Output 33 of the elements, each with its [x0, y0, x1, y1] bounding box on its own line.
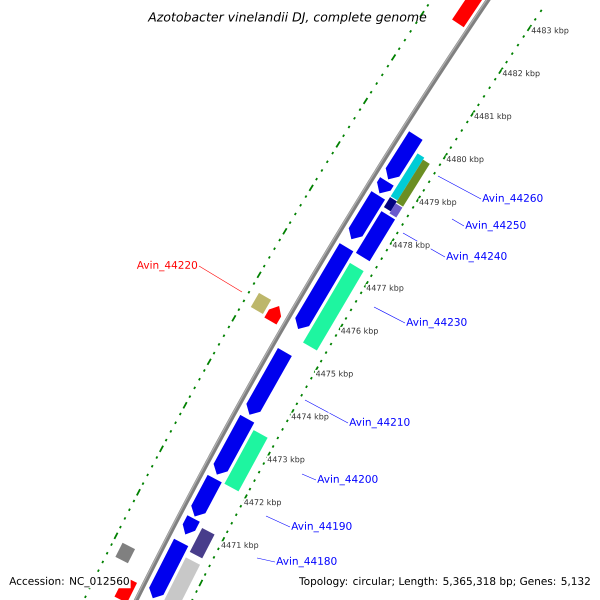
leader-line: [452, 218, 464, 226]
leader-line: [304, 400, 348, 424]
tick-label: 4481 kbp: [473, 112, 512, 122]
tick-label: 4471 kbp: [220, 541, 260, 550]
accession-text: Accession: NC_012560: [8, 576, 131, 588]
gene-label: Avin_44240: [446, 252, 506, 262]
tick-label: 4474 kbp: [290, 412, 330, 422]
leader-line: [374, 306, 406, 324]
gene-label: Avin_44200: [317, 474, 378, 486]
tick-label: 4475 kbp: [315, 370, 354, 379]
leader-line: [438, 176, 482, 200]
leader-line: [266, 516, 290, 528]
tick-label: 4479 kbp: [418, 198, 458, 208]
gene-label: Avin_44210: [349, 418, 410, 428]
tick-label: 4476 kbp: [340, 326, 379, 336]
tick-label: 4478 kbp: [392, 241, 431, 250]
tick-label: 4473 kbp: [266, 456, 306, 464]
leader-line: [198, 266, 242, 292]
gene-label: Avin_44180: [276, 556, 336, 568]
gene-label: Avin_44190: [291, 522, 352, 532]
tick-label: 4472 kbp: [243, 498, 282, 508]
gene-label: Avin_44230: [406, 318, 466, 328]
tick-label: 4477 kbp: [366, 284, 404, 293]
gene-label: Avin_44250: [465, 220, 526, 232]
title: Azotobacter vinelandii DJ, complete genome: [148, 12, 426, 24]
genome-info-text: Topology: circular; Length: 5,365,318 bp; Genes: 5,132: [299, 576, 590, 588]
tick-label: 4483 kbp: [530, 26, 570, 36]
gene-label: Avin_44260: [482, 194, 542, 204]
leader-line: [302, 474, 316, 480]
leader-line: [256, 558, 276, 562]
tick-label: 4482 kbp: [502, 69, 541, 78]
tick-label: 4480 kbp: [446, 155, 485, 164]
gene-label: Avin_44220: [136, 260, 198, 272]
